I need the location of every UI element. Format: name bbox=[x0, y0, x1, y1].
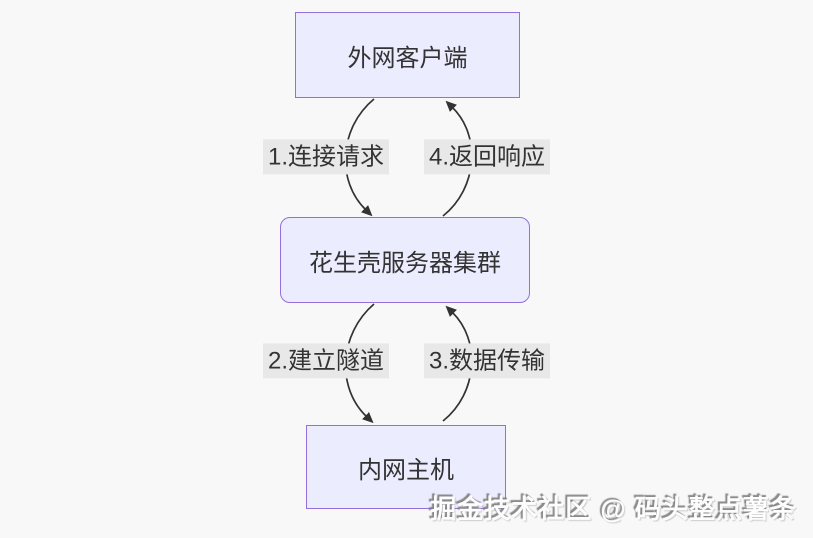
node-oray-server-cluster: 花生壳服务器集群 bbox=[280, 217, 530, 303]
node-oray-server-cluster-label: 花生壳服务器集群 bbox=[309, 249, 501, 277]
edge-label-data-transfer: 3.数据传输 bbox=[423, 343, 551, 379]
node-external-client: 外网客户端 bbox=[295, 12, 520, 98]
node-intranet-host: 内网主机 bbox=[306, 425, 506, 509]
edge-label-establish-tunnel: 2.建立隧道 bbox=[262, 343, 390, 379]
node-external-client-label: 外网客户端 bbox=[347, 44, 468, 72]
edge-label-return-response: 4.返回响应 bbox=[423, 139, 551, 175]
edge-label-connection-request: 1.连接请求 bbox=[262, 139, 390, 175]
watermark: 掘金技术社区 @ 码头整点薯条 bbox=[430, 494, 797, 524]
node-intranet-host-label: 内网主机 bbox=[358, 456, 454, 484]
